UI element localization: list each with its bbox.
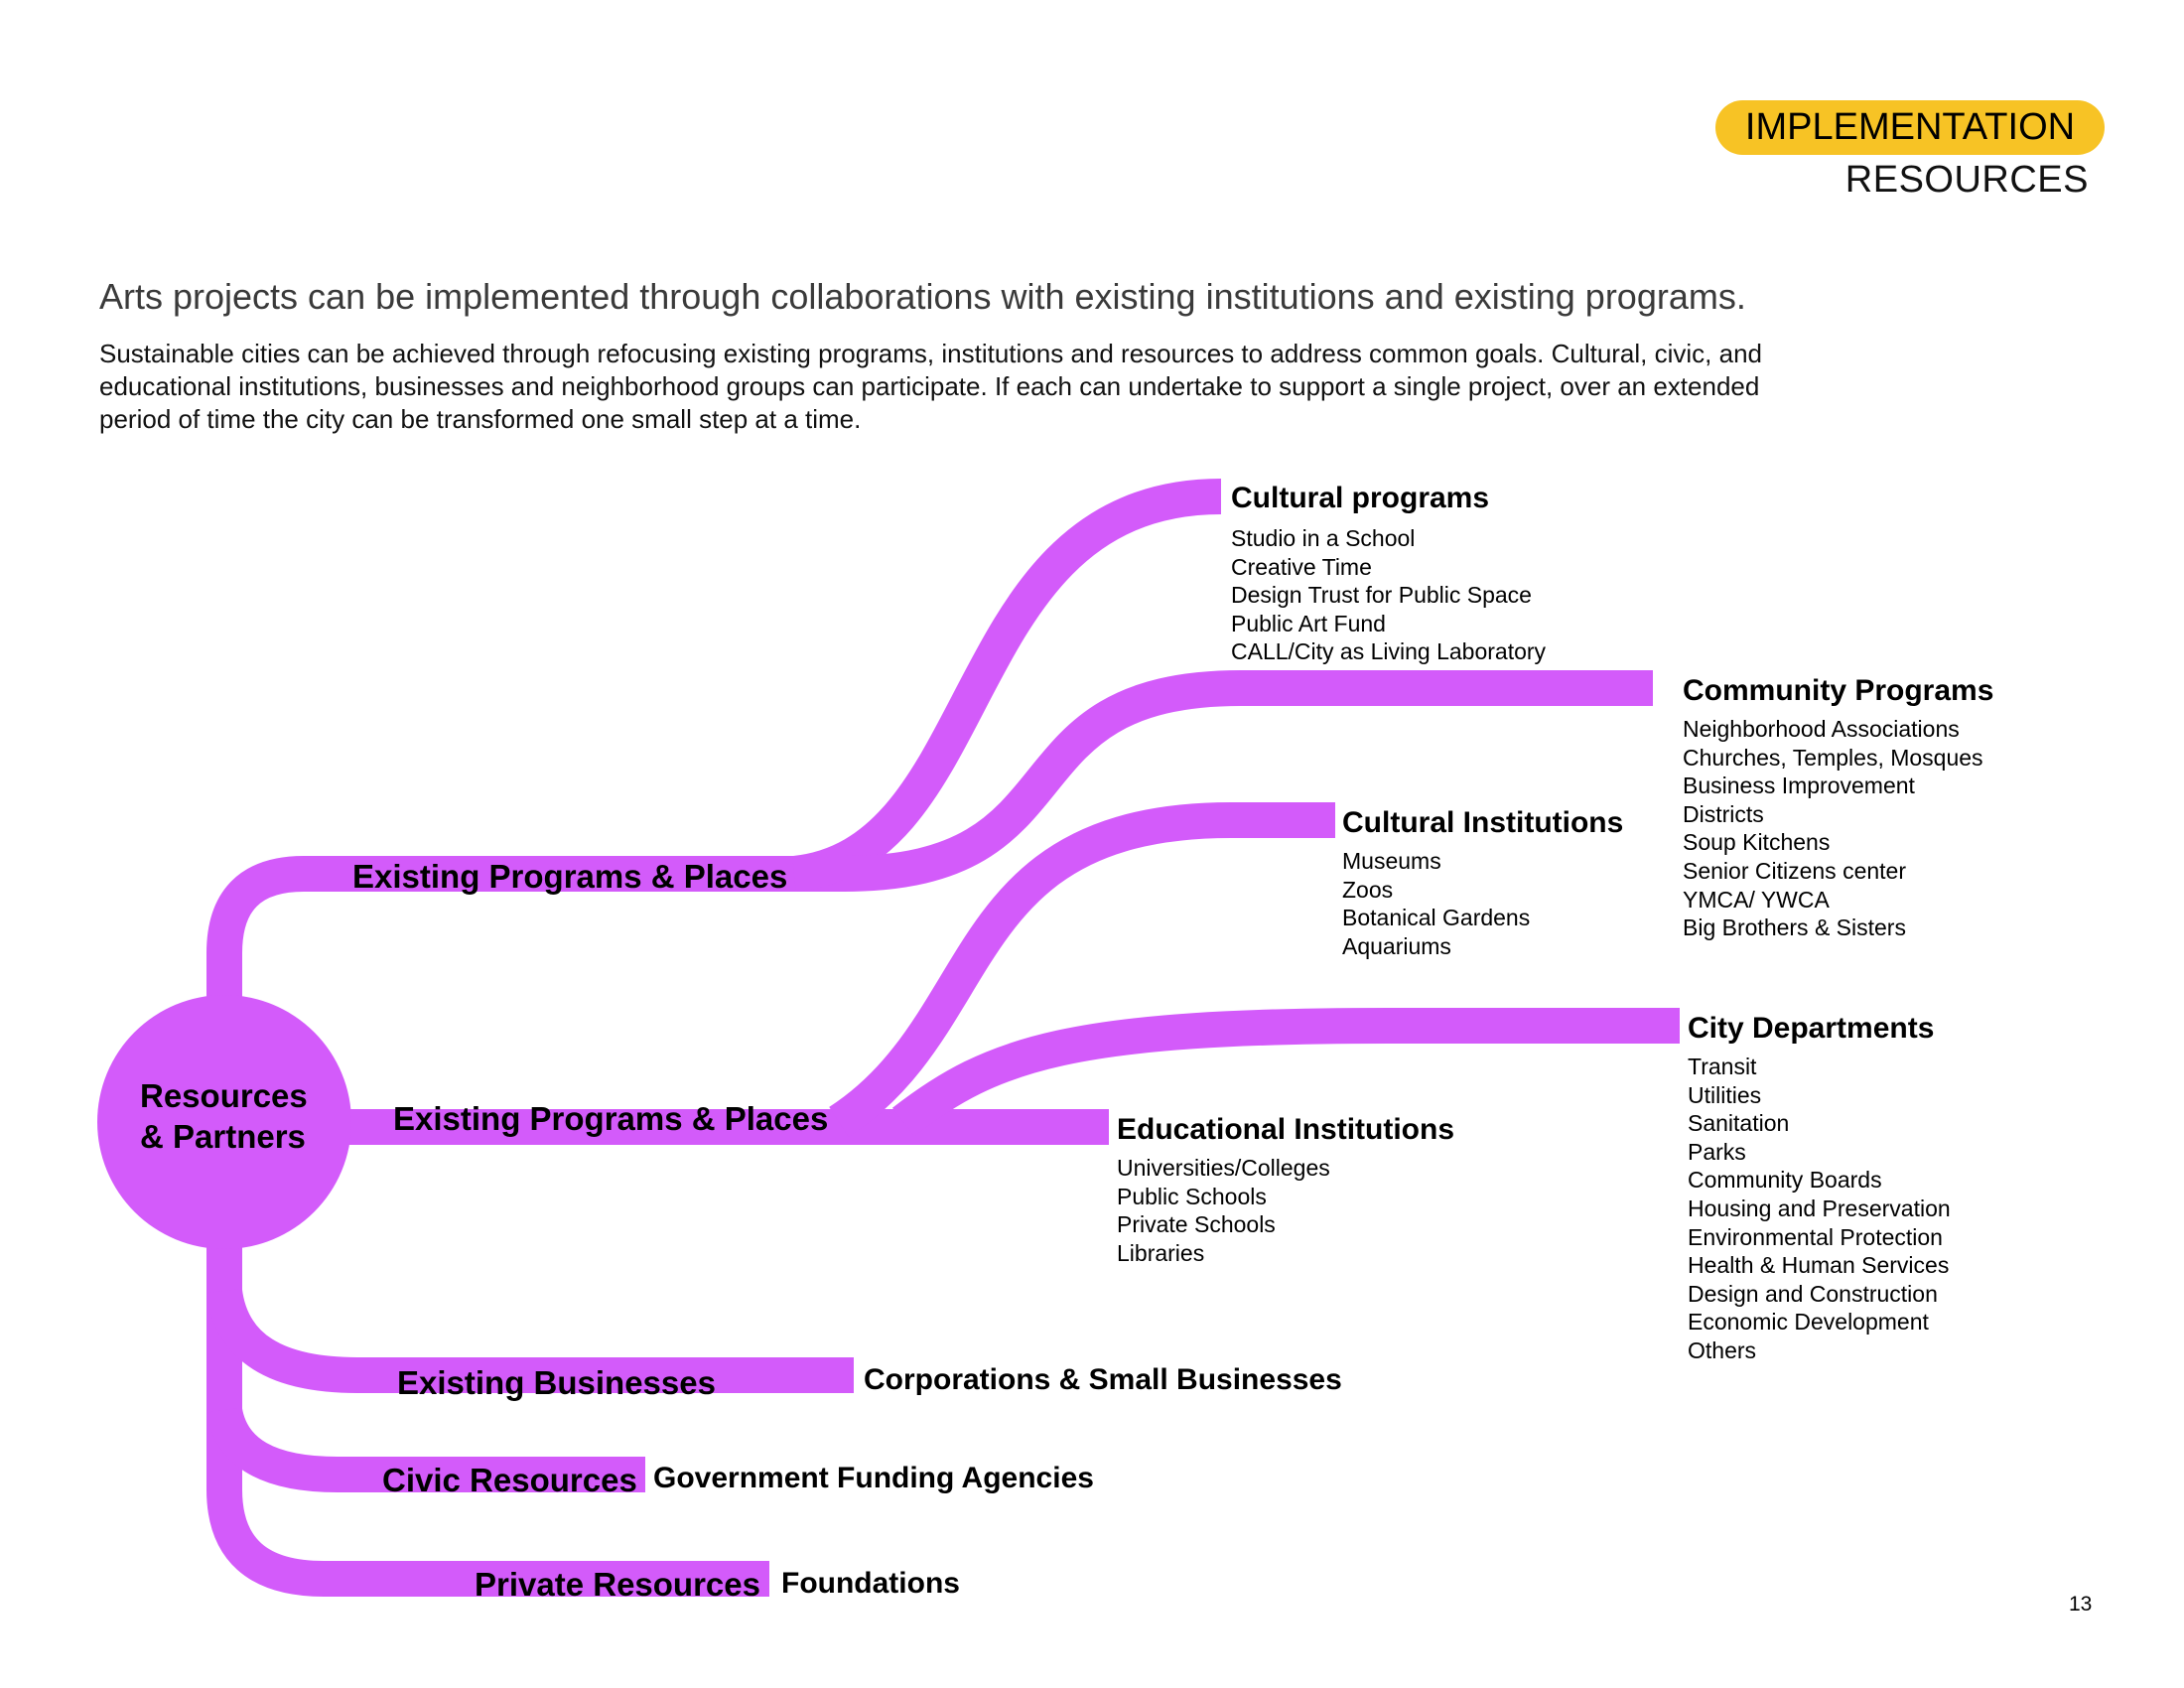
list-item: Studio in a School (1231, 525, 1416, 551)
list-item: Senior Citizens center (1683, 857, 1906, 884)
list-item: Community Boards (1688, 1167, 1882, 1194)
list-item: Universities/Colleges (1117, 1155, 1330, 1181)
list-item: Creative Time (1231, 553, 1372, 580)
leaf-corporations: Corporations & Small Businesses (864, 1363, 1342, 1396)
list-item: Churches, Temples, Mosques (1683, 744, 1983, 771)
connector-community-programs (843, 670, 1653, 892)
list-item: Sanitation (1688, 1110, 1790, 1137)
branch-private-resources: Private Resources (475, 1566, 760, 1603)
page-number: 13 (2069, 1593, 2093, 1616)
group-title-educational-institutions: Educational Institutions (1117, 1113, 1455, 1146)
list-item: Botanical Gardens (1342, 905, 1531, 931)
list-item: Private Schools (1117, 1211, 1276, 1238)
list-item: Business Improvement (1683, 773, 1915, 799)
branch-existing-businesses: Existing Businesses (397, 1364, 716, 1401)
list-item: Aquariums (1342, 932, 1451, 959)
list-item: Museums (1342, 848, 1441, 874)
list-item: Design and Construction (1688, 1280, 1938, 1307)
leaf-government-funding: Government Funding Agencies (653, 1462, 1094, 1494)
list-item: Libraries (1117, 1239, 1205, 1266)
intro-line: educational institutions, businesses and… (99, 371, 1760, 401)
connector-civic (206, 1406, 645, 1492)
section-badge: IMPLEMENTATION (1715, 100, 2105, 155)
list-item: Public Schools (1117, 1183, 1267, 1209)
list-item: Design Trust for Public Space (1231, 582, 1532, 609)
group-title-cultural-programs: Cultural programs (1231, 482, 1490, 514)
group-list-community-programs: Neighborhood Associations Churches, Temp… (1683, 715, 1983, 942)
section-subhead: RESOURCES (1844, 159, 2089, 201)
center-node (97, 995, 351, 1249)
list-item: Districts (1683, 800, 1764, 827)
center-label-line: & Partners (140, 1118, 306, 1155)
list-item: Public Art Fund (1231, 610, 1386, 636)
group-list-educational-institutions: Universities/Colleges Public Schools Pri… (1117, 1154, 1330, 1267)
group-list-cultural-programs: Studio in a School Creative Time Design … (1231, 524, 1546, 666)
connector-cultural-institutions (829, 802, 1335, 1138)
intro-line: period of time the city can be transform… (99, 404, 862, 434)
list-item: Utilities (1688, 1081, 1762, 1108)
list-item: Parks (1688, 1138, 1746, 1165)
connector-trunk-upper (206, 856, 844, 1112)
list-item: CALL/City as Living Laboratory (1231, 638, 1547, 665)
list-item: Environmental Protection (1688, 1223, 1943, 1250)
group-list-city-departments: Transit Utilities Sanitation Parks Commu… (1688, 1053, 1951, 1365)
group-title-cultural-institutions: Cultural Institutions (1342, 806, 1624, 839)
center-node-label: Resources & Partners (140, 1075, 308, 1157)
connector-businesses (206, 1288, 854, 1393)
branch-existing-programs-places-1: Existing Programs & Places (352, 858, 788, 895)
list-item: YMCA/ YWCA (1683, 886, 1830, 913)
leaf-foundations: Foundations (781, 1567, 960, 1600)
connector-cultural-programs (791, 479, 1222, 892)
group-title-community-programs: Community Programs (1683, 674, 1994, 707)
group-list-cultural-institutions: Museums Zoos Botanical Gardens Aquariums (1342, 847, 1530, 960)
list-item: Neighborhood Associations (1683, 716, 1960, 742)
center-label-line: Resources (140, 1077, 308, 1114)
branch-existing-programs-places-2: Existing Programs & Places (393, 1100, 829, 1137)
list-item: Transit (1688, 1054, 1757, 1079)
intro-line: Sustainable cities can be achieved throu… (99, 339, 1762, 368)
connector-city-departments (891, 1008, 1680, 1137)
list-item: Zoos (1342, 876, 1394, 903)
list-item: Others (1688, 1336, 1757, 1363)
connector-trunk-lower (206, 1192, 769, 1597)
intro-paragraph: Sustainable cities can be achieved throu… (99, 338, 1966, 436)
list-item: Health & Human Services (1688, 1252, 1950, 1279)
branch-civic-resources: Civic Resources (382, 1462, 637, 1498)
page-headline: Arts projects can be implemented through… (99, 276, 1746, 317)
list-item: Big Brothers & Sisters (1683, 914, 1906, 941)
group-title-city-departments: City Departments (1688, 1012, 1935, 1045)
list-item: Soup Kitchens (1683, 829, 1831, 856)
list-item: Economic Development (1688, 1309, 1929, 1336)
list-item: Housing and Preservation (1688, 1195, 1951, 1221)
